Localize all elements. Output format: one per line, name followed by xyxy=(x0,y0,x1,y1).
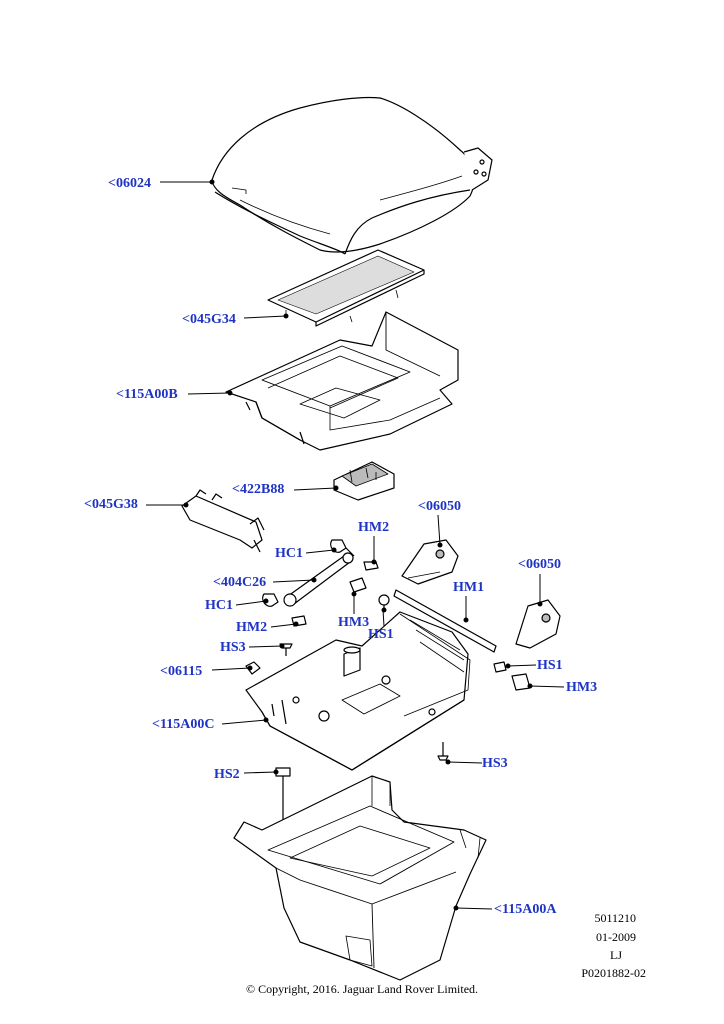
callout-hs3-lower[interactable]: HS3 xyxy=(482,756,508,771)
screw-hs3-lower xyxy=(437,742,449,761)
callout-hm3-left[interactable]: HM3 xyxy=(338,615,370,630)
callout-hs3-upper[interactable]: HS3 xyxy=(220,640,246,655)
callout-404C26[interactable]: <404C26 xyxy=(213,575,267,590)
reference-date: 01-2009 xyxy=(596,930,636,944)
latch-06050-right xyxy=(515,599,561,649)
callout-06115[interactable]: <06115 xyxy=(160,664,203,679)
callout-045G34[interactable]: <045G34 xyxy=(182,312,236,327)
callout-115A00A[interactable]: <115A00A xyxy=(494,902,557,917)
callout-hm1[interactable]: HM1 xyxy=(453,580,485,595)
callout-hs1-right[interactable]: HS1 xyxy=(537,658,563,673)
callout-06024[interactable]: <06024 xyxy=(108,176,151,191)
bolt-hm3-right xyxy=(511,673,531,691)
callout-115A00B[interactable]: <115A00B xyxy=(116,387,178,402)
callout-hs2[interactable]: HS2 xyxy=(214,767,240,782)
callout-hm3-right[interactable]: HM3 xyxy=(566,680,598,695)
callout-hc1-upper[interactable]: HC1 xyxy=(275,546,303,561)
reference-number: 5011210 xyxy=(594,911,636,925)
mechanism-base xyxy=(245,611,471,771)
reference-initials: LJ xyxy=(610,948,622,962)
rod-hm1 xyxy=(393,589,497,653)
callout-hm2-upper[interactable]: HM2 xyxy=(358,520,390,535)
callout-hs1-left[interactable]: HS1 xyxy=(368,627,394,642)
callout-115A00C[interactable]: <115A00C xyxy=(152,717,215,732)
switch-block xyxy=(333,461,395,501)
nut-06115 xyxy=(245,661,261,675)
leader-lines xyxy=(146,179,565,911)
callout-hm2-lower[interactable]: HM2 xyxy=(236,620,268,635)
gas-strut xyxy=(283,552,354,607)
armrest-lid xyxy=(211,96,493,255)
latch-06050-upper xyxy=(401,539,459,585)
tray-mat xyxy=(267,249,425,327)
callout-422B88[interactable]: <422B88 xyxy=(232,482,285,497)
upper-tray xyxy=(225,311,459,451)
bolt-hm3-left xyxy=(349,577,367,593)
copyright-notice: © Copyright, 2016. Jaguar Land Rover Lim… xyxy=(245,982,479,996)
hinge-bracket xyxy=(181,489,265,553)
callout-06050-upper[interactable]: <06050 xyxy=(418,499,461,514)
callout-06050-right[interactable]: <06050 xyxy=(518,557,561,572)
lower-bin xyxy=(233,775,487,981)
reference-code: P0201882-02 xyxy=(581,966,646,980)
screw-hs1-right xyxy=(493,661,507,673)
callout-hc1-lower[interactable]: HC1 xyxy=(205,598,233,613)
callout-045G38[interactable]: <045G38 xyxy=(84,497,138,512)
